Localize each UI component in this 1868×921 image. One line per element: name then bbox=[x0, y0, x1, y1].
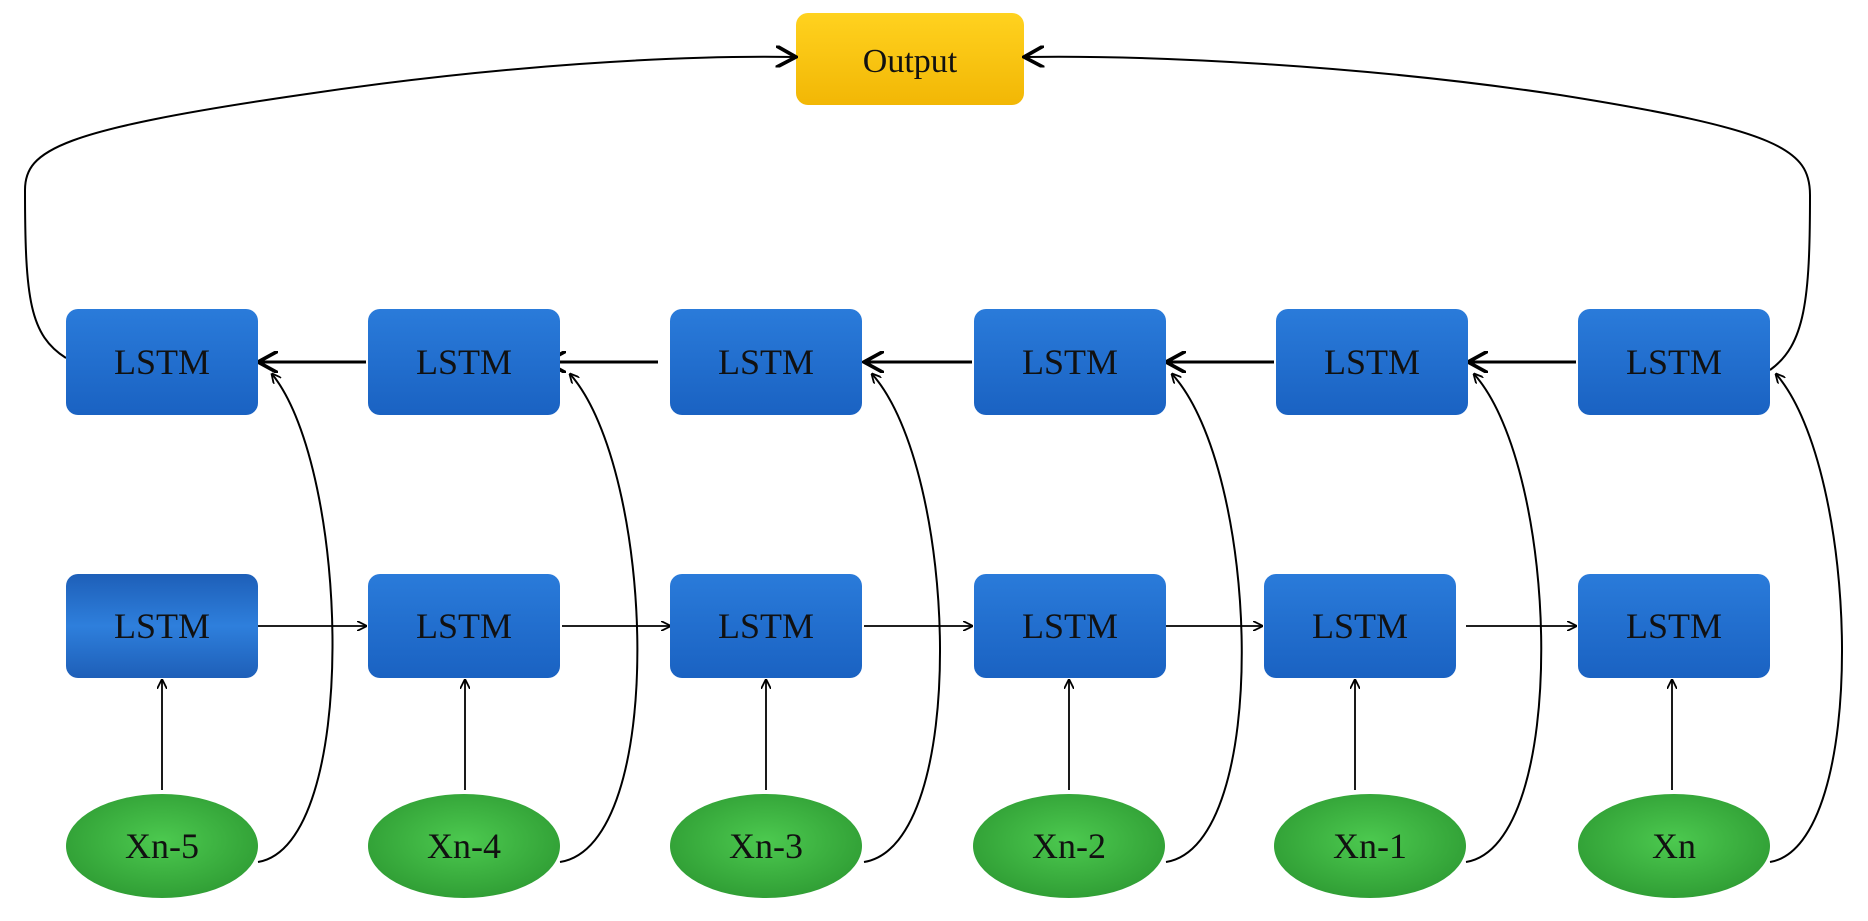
lstm-box bbox=[974, 309, 1166, 415]
lstm-box bbox=[1276, 309, 1468, 415]
lstm-label: LSTM bbox=[416, 342, 512, 382]
input-label: Xn-4 bbox=[427, 826, 501, 866]
lstm-label: LSTM bbox=[1312, 606, 1408, 646]
lstm-label: LSTM bbox=[1626, 342, 1722, 382]
arc-left-to-output bbox=[23, 57, 796, 359]
lstm-box bbox=[66, 309, 258, 415]
backward-lstm-cell: LSTM bbox=[670, 309, 862, 415]
input-arrows bbox=[162, 680, 1672, 790]
lstm-box bbox=[1578, 574, 1770, 678]
lstm-box bbox=[670, 574, 862, 678]
input-label: Xn-2 bbox=[1032, 826, 1106, 866]
lstm-label: LSTM bbox=[1626, 606, 1722, 646]
input-label: Xn bbox=[1652, 826, 1696, 866]
input-curve bbox=[1165, 374, 1243, 863]
input-row: Xn-5 Xn-4 Xn-3 Xn-2 Xn-1 Xn bbox=[66, 794, 1770, 898]
forward-lstm-cell: LSTM bbox=[1578, 574, 1770, 678]
lstm-label: LSTM bbox=[1022, 606, 1118, 646]
input-to-backward-curves bbox=[257, 374, 1843, 863]
forward-lstm-cell: LSTM bbox=[1264, 574, 1456, 678]
input-node: Xn-3 bbox=[670, 794, 862, 898]
input-curve bbox=[559, 374, 639, 863]
forward-lstm-row: LSTM LSTM LSTM LSTM LSTM LSTM bbox=[66, 574, 1770, 678]
backward-lstm-cell: LSTM bbox=[66, 309, 258, 415]
input-ellipse bbox=[368, 794, 560, 898]
input-node: Xn-5 bbox=[66, 794, 258, 898]
forward-lstm-cell: LSTM bbox=[974, 574, 1166, 678]
forward-lstm-cell: LSTM bbox=[670, 574, 862, 678]
lstm-box bbox=[974, 574, 1166, 678]
lstm-label: LSTM bbox=[114, 342, 210, 382]
lstm-box bbox=[1578, 309, 1770, 415]
output-box bbox=[796, 13, 1024, 105]
lstm-box bbox=[368, 574, 560, 678]
input-node: Xn-1 bbox=[1274, 794, 1466, 898]
arc-right-to-output bbox=[1024, 57, 1812, 371]
lstm-label: LSTM bbox=[1324, 342, 1420, 382]
input-ellipse bbox=[1274, 794, 1466, 898]
input-curve bbox=[257, 374, 334, 863]
input-node: Xn bbox=[1578, 794, 1770, 898]
lstm-box bbox=[66, 574, 258, 678]
input-label: Xn-3 bbox=[729, 826, 803, 866]
input-curve bbox=[1769, 374, 1843, 863]
input-curve bbox=[1465, 374, 1543, 863]
lstm-label: LSTM bbox=[1022, 342, 1118, 382]
input-ellipse bbox=[973, 794, 1165, 898]
lstm-label: LSTM bbox=[718, 606, 814, 646]
forward-lstm-cell: LSTM bbox=[66, 574, 258, 678]
lstm-box bbox=[670, 309, 862, 415]
lstm-label: LSTM bbox=[114, 606, 210, 646]
lstm-label: LSTM bbox=[718, 342, 814, 382]
backward-lstm-cell: LSTM bbox=[974, 309, 1166, 415]
backward-lstm-cell: LSTM bbox=[368, 309, 560, 415]
lstm-box bbox=[1264, 574, 1456, 678]
backward-lstm-cell: LSTM bbox=[1578, 309, 1770, 415]
forward-lstm-cell: LSTM bbox=[368, 574, 560, 678]
input-label: Xn-1 bbox=[1333, 826, 1407, 866]
output-label: Output bbox=[863, 43, 958, 80]
input-ellipse bbox=[1578, 794, 1770, 898]
input-node: Xn-2 bbox=[973, 794, 1165, 898]
lstm-box bbox=[368, 309, 560, 415]
lstm-label: LSTM bbox=[416, 606, 512, 646]
backward-lstm-row: LSTM LSTM LSTM LSTM LSTM LSTM bbox=[66, 309, 1770, 415]
input-curve bbox=[863, 374, 941, 863]
input-node: Xn-4 bbox=[368, 794, 560, 898]
input-label: Xn-5 bbox=[125, 826, 199, 866]
input-ellipse bbox=[66, 794, 258, 898]
backward-lstm-cell: LSTM bbox=[1276, 309, 1468, 415]
output-node: Output bbox=[796, 13, 1024, 105]
input-ellipse bbox=[670, 794, 862, 898]
